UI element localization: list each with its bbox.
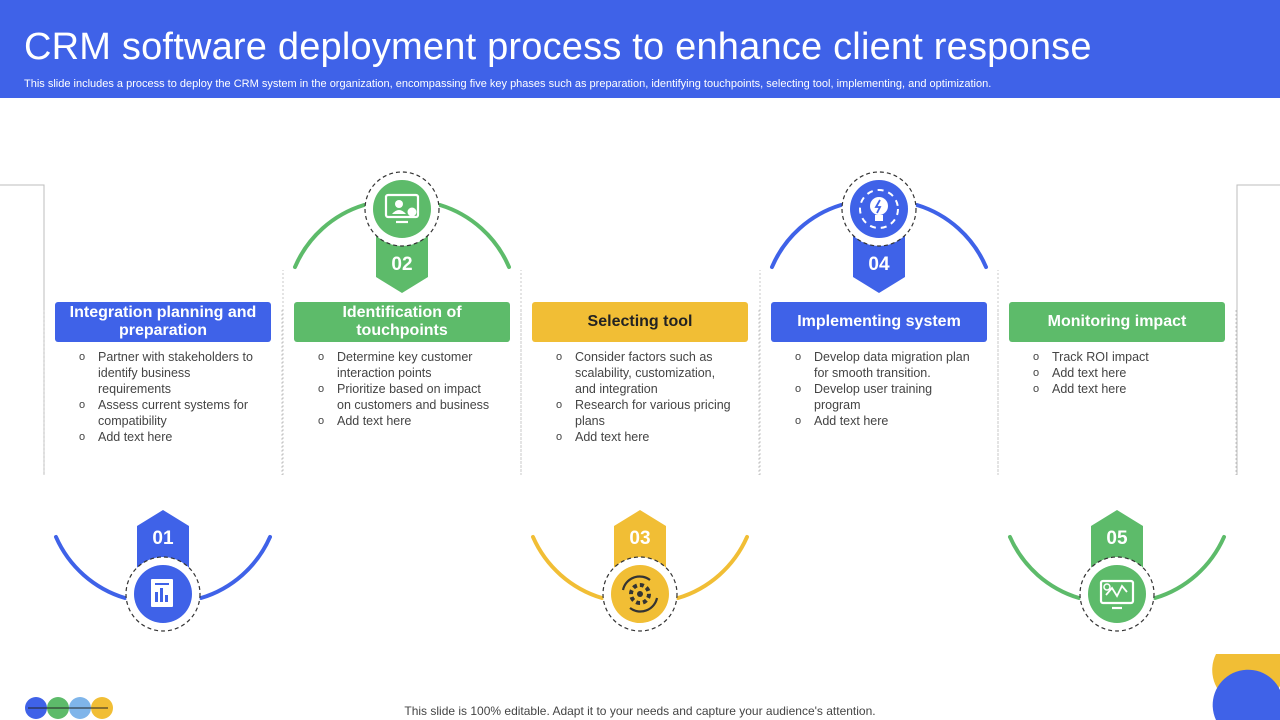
phase-bullet-list: Consider factors such as scalability, cu… (556, 349, 731, 445)
phase-05-number-tab (1091, 510, 1143, 574)
phase-bullet-item: Develop data migration plan for smooth t… (795, 349, 970, 381)
phase-number: 05 (1106, 528, 1128, 549)
phase-bullet-item: Partner with stakeholders to identify bu… (79, 349, 254, 397)
user-screen-icon (364, 171, 440, 247)
phase-bullet-item: Add text here (318, 413, 493, 429)
phase-touchpoints-graphic (293, 171, 511, 293)
slide-title: CRM software deployment process to enhan… (24, 26, 1092, 68)
phase-title: Integration planning and preparation (55, 302, 271, 342)
frame-line-left (0, 184, 45, 475)
monitor-chart-icon (1079, 556, 1155, 632)
phase-bullet-item: Consider factors such as scalability, cu… (556, 349, 731, 397)
phase-01-number-tab (137, 510, 189, 574)
frame-line-right (1236, 184, 1280, 475)
footer-note: This slide is 100% editable. Adapt it to… (404, 704, 876, 718)
phase-bullet-item: Assess current systems for compatibility (79, 397, 254, 429)
phase-bullet-item: Add text here (795, 413, 970, 429)
phase-bullet-list: Track ROI impactAdd text hereAdd text he… (1033, 349, 1208, 397)
phase-implementing-graphic (770, 171, 988, 293)
gear-refresh-icon (602, 556, 678, 632)
phase-number: 02 (391, 254, 413, 275)
phase-bullet-item: Add text here (1033, 381, 1208, 397)
phase-monitoring-graphic (1008, 510, 1226, 632)
phase-bullet-list: Develop data migration plan for smooth t… (795, 349, 970, 429)
decorative-shape-blue (1212, 669, 1280, 720)
document-chart-icon (125, 556, 201, 632)
phase-04-number-tab (853, 229, 905, 293)
phase-bullet-item: Research for various pricing plans (556, 397, 731, 429)
phase-title: Monitoring impact (1009, 302, 1225, 342)
phase-bullet-item: Add text here (79, 429, 254, 445)
header-bar: CRM software deployment process to enhan… (0, 0, 1280, 98)
phase-integration-graphic (54, 510, 272, 632)
lightbulb-gear-icon (841, 171, 917, 247)
phase-title: Implementing system (771, 302, 987, 342)
phase-02-number-tab (376, 229, 428, 293)
phase-bullet-item: Prioritize based on impact on customers … (318, 381, 493, 413)
phase-bullet-item: Track ROI impact (1033, 349, 1208, 365)
phase-number: 01 (152, 528, 174, 549)
phase-number: 04 (868, 254, 890, 275)
phase-bullet-item: Determine key customer interaction point… (318, 349, 493, 381)
phase-bullet-list: Partner with stakeholders to identify bu… (79, 349, 254, 445)
phase-title: Identification of touchpoints (294, 302, 510, 342)
phase-03-number-tab (614, 510, 666, 574)
phase-bullet-item: Add text here (1033, 365, 1208, 381)
phase-bullet-item: Add text here (556, 429, 731, 445)
phase-bullet-item: Develop user training program (795, 381, 970, 413)
phase-bullet-list: Determine key customer interaction point… (318, 349, 493, 429)
phase-selecting-graphic (531, 510, 749, 632)
slide-subtitle: This slide includes a process to deploy … (24, 78, 992, 90)
phase-title: Selecting tool (532, 302, 748, 342)
phase-number: 03 (629, 528, 651, 549)
